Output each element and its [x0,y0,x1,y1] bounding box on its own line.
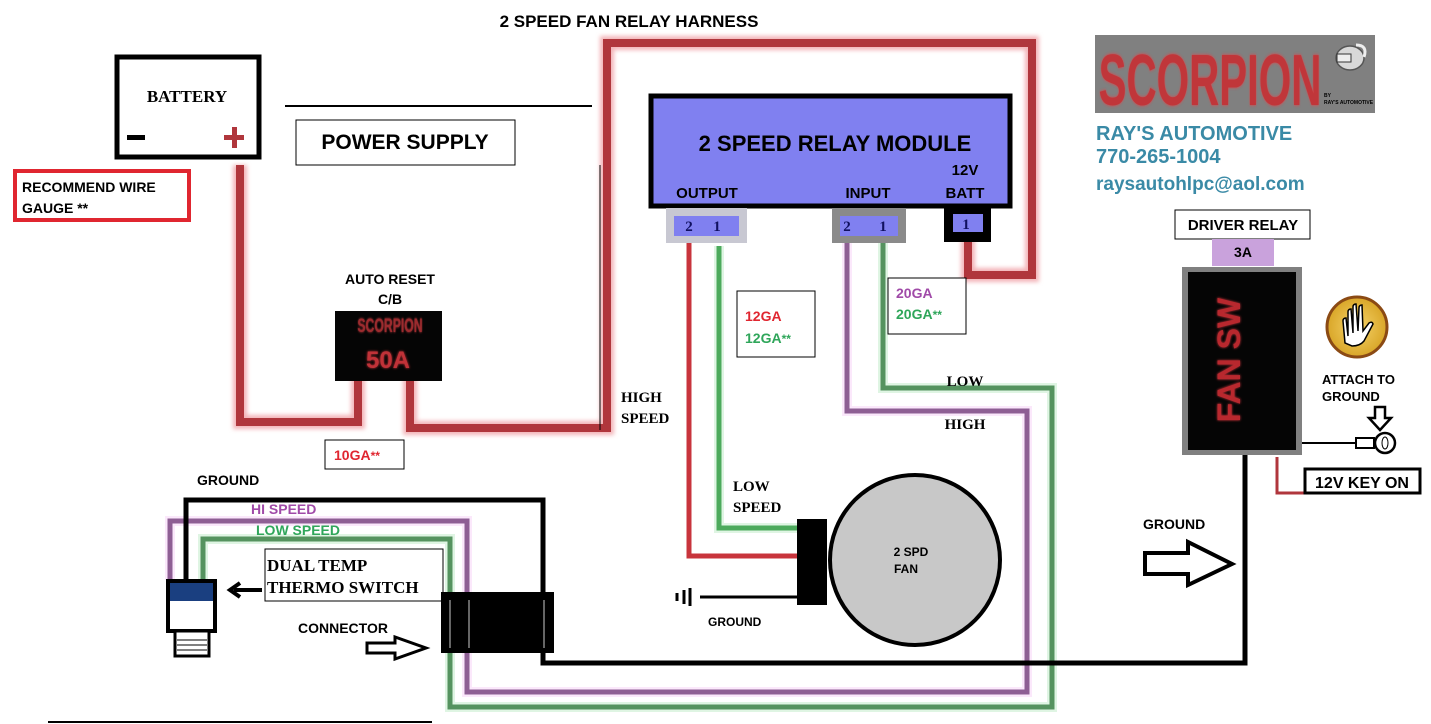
driver-relay-fuse-text: 3A [1234,244,1252,260]
driver-relay-label-text: DRIVER RELAY [1188,217,1298,234]
relay-module: 2 SPEED RELAY MODULE OUTPUT INPUT 12V BA… [648,93,1013,209]
labels-high-text: HIGH [945,417,986,433]
key-on-box [1303,467,1422,495]
wire-gauge-note [13,169,191,222]
circuit-breaker-rating-text: 50A [366,347,410,374]
module-output-pins-0-text: 2 [685,219,693,235]
output-wires [686,243,800,559]
thermo-switch-label-box [264,548,444,602]
driver-relay: FAN SW FAN SW [1182,267,1302,455]
battery-negative-icon [127,135,145,140]
stop-hand-icon [1325,295,1389,359]
module-batt-pins-0-text: 1 [962,217,970,233]
labels-low-speed-text: LOW SPEED [256,522,340,538]
attach-ground-line1-text: ATTACH TO [1322,372,1395,387]
thermo-switch [166,579,217,658]
gauge-20-box [887,277,967,335]
gauge-12-box [736,290,816,358]
down-arrow-icon [1366,405,1394,432]
brand-logo-sub2-text: RAY'S AUTOMOTIVE [1324,100,1374,106]
labels-low-speed-2-text: SPEED [733,500,782,516]
cb-label-1: AUTO RESET [345,271,435,287]
scorpion-logo: SCORPION SCORPION BY RAY'S AUTOMOTIVE [1095,35,1375,121]
key-on-label-text: 12V KEY ON [1315,475,1409,492]
connector-arrow-icon [365,634,431,662]
scorpion-emblem-icon [1335,43,1367,71]
labels-ground-fan-text: GROUND [708,615,762,629]
module-input-label-text: INPUT [846,185,891,202]
thermo-switch-line1-text: DUAL TEMP [267,556,367,575]
module-title: 2 SPEED RELAY MODULE [699,131,972,156]
brand-logo-text: SCORPION [1099,39,1322,121]
ground-ring-terminal-icon [1355,431,1397,455]
labels-ground-right-text: GROUND [1143,516,1205,532]
thermo-arrow-icon [226,581,262,599]
input-wires [165,243,1057,712]
brand-logo-sub1-text: BY [1324,93,1332,99]
module-batt-label-2-text: BATT [946,185,985,202]
output-connector: 2 1 [666,208,747,243]
gauge-10-box [324,439,405,470]
input-connector: 2 1 [832,208,906,243]
gauge-12-red-text: 12GA [745,308,782,324]
diagram-title: 2 SPEED FAN RELAY HARNESS [500,12,759,31]
wire-gauge-note-line1-text: RECOMMEND WIRE [22,179,156,195]
circuit-breaker-brand-text: SCORPION [357,315,422,337]
labels-ground-top-text: GROUND [197,472,259,488]
driver-relay-switch-text-text: FAN SW [1211,297,1247,422]
power-supply-label: POWER SUPPLY [321,131,488,154]
labels-low-speed-1-text: LOW [733,479,770,495]
batt-connector: 1 [944,208,991,242]
label-text: 20GA** [896,306,942,322]
thermo-switch-line2-text: THERMO SWITCH [267,578,419,597]
circuit-breaker-rating-text: 50A [366,347,410,374]
brand-logo-text: SCORPION [1099,39,1322,121]
circuit-breaker-brand-text: SCORPION [357,315,422,337]
label-text: 12GA** [745,330,791,346]
labels-high-speed-1-text: HIGH [621,390,662,406]
fan: 2 SPD FAN [797,473,1002,647]
fan-line2-text: FAN [894,562,918,576]
driver-relay-label-box [1174,209,1311,240]
power-wire-red [233,36,1039,435]
relay-fuse: 3A [1212,239,1274,266]
fan-line1-text: 2 SPD [894,545,929,559]
labels-high-speed-2-text: SPEED [621,411,670,427]
driver-relay-switch-text-text: FAN SW [1211,297,1247,422]
company-name: RAY'S AUTOMOTIVE [1096,123,1292,145]
module-output-label-text: OUTPUT [676,185,738,202]
module-output-pins-1-text: 1 [713,219,721,235]
harness-connector [441,592,554,653]
battery-label: BATTERY [147,87,227,106]
company-phone: 770-265-1004 [1096,146,1221,168]
labels-hi-speed-text: HI SPEED [251,501,316,517]
circuit-breaker: SCORPION SCORPION 50A 50A [335,311,442,381]
module-batt-label-1-text: 12V [952,162,979,179]
ground-arrow-icon [1143,538,1237,589]
attach-ground-line2-text: GROUND [1322,389,1380,404]
gauge-20-purple-text: 20GA [896,285,933,301]
cb-label-2: C/B [378,291,402,307]
labels-low-text: LOW [947,374,984,390]
label-text: 10GA** [334,447,380,463]
ground-wire [183,455,1248,666]
power-supply-box [295,119,516,166]
module-input-pins-0-text: 2 [843,219,851,235]
module-input-pins-1-text: 1 [879,219,887,235]
company-email: raysautohlpc@aol.com [1096,174,1305,195]
wire-gauge-note-line2-text: GAUGE ** [22,200,89,216]
battery: BATTERY [114,54,262,160]
labels-connector-text: CONNECTOR [298,620,388,636]
fan-ground-symbol [675,588,797,606]
